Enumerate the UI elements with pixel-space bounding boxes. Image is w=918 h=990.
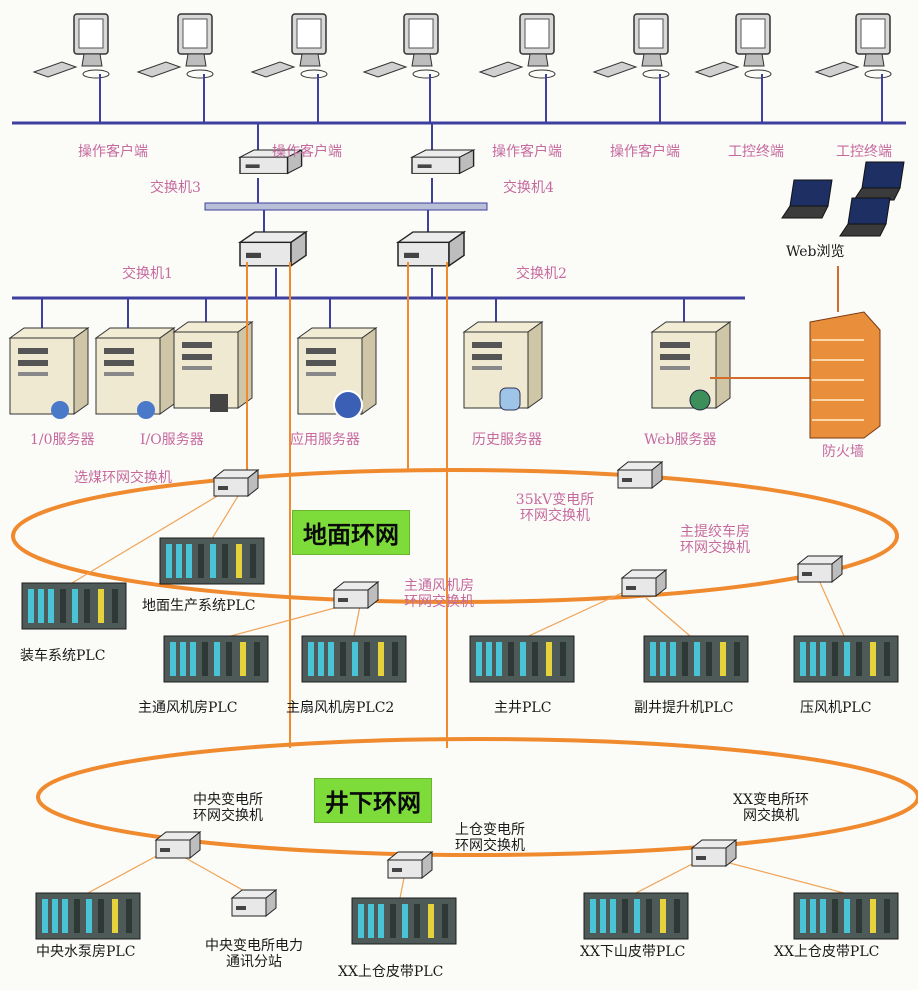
plc-label: 主通风机房PLC: [138, 700, 238, 716]
operator-label: 操作客户端: [272, 144, 342, 160]
switch-1-label: 交换机1: [122, 266, 173, 282]
fan-switch-label: 主通风机房 环网交换机: [404, 578, 474, 611]
plc-label: 中央变电所电力 通讯分站: [205, 938, 303, 971]
surface-ring-title: 地面环网: [292, 510, 410, 555]
web-browse-label: Web浏览: [786, 244, 845, 260]
servers: [9, 298, 731, 420]
plc-label: 装车系统PLC: [20, 648, 106, 664]
server-label: 应用服务器: [290, 432, 360, 448]
underground-ring: [36, 737, 918, 857]
plc-label: 主井PLC: [494, 700, 552, 716]
plc-label: 地面生产系统PLC: [142, 598, 256, 614]
switch-1: [239, 231, 307, 267]
plc-links: [71, 491, 845, 899]
sub35-switch-label: 35kV变电所 环网交换机: [515, 492, 595, 525]
plc-label: XX上仓皮带PLC: [774, 944, 880, 960]
plc-label: XX上仓皮带PLC: [338, 964, 444, 980]
server-label: 历史服务器: [472, 432, 542, 448]
switch-4: [411, 149, 475, 175]
switch-2-label: 交换机2: [516, 266, 567, 282]
operator-label: 操作客户端: [78, 144, 148, 160]
server-label: I/O服务器: [140, 432, 204, 448]
xx-sub-switch-label: XX变电所环 网交换机: [733, 792, 809, 825]
plc-label: 压风机PLC: [800, 700, 872, 716]
operator-label: 操作客户端: [492, 144, 562, 160]
fiber-uplinks: [246, 262, 448, 748]
plc-label: XX下山皮带PLC: [580, 944, 686, 960]
operator-label: 工控终端: [728, 144, 784, 160]
operator-label: 操作客户端: [610, 144, 680, 160]
switch-4-label: 交换机4: [503, 180, 554, 196]
operator-label: 工控终端: [836, 144, 892, 160]
plc-label: 副井提升机PLC: [634, 700, 734, 716]
laptops: [781, 161, 905, 237]
backbone-bar: [204, 202, 488, 211]
firewall-icon: [809, 311, 881, 439]
plc-label: 中央水泵房PLC: [36, 944, 136, 960]
switch-2: [397, 231, 465, 267]
winch-switch-label: 主提绞车房 环网交换机: [680, 524, 750, 557]
operator-workstations: [33, 13, 892, 123]
upper-sub-switch-label: 上仓变电所 环网交换机: [455, 822, 525, 855]
plc-label: 主扇风机房PLC2: [286, 700, 395, 716]
server-label: Web服务器: [644, 432, 717, 448]
server-label: 1/0服务器: [30, 432, 95, 448]
surface-ring: [11, 468, 899, 604]
underground-plcs: [35, 892, 899, 945]
switch-3-label: 交换机3: [150, 180, 201, 196]
central-sub-switch-label: 中央变电所 环网交换机: [193, 792, 263, 825]
underground-ring-title: 井下环网: [314, 778, 432, 823]
coal-switch-label: 选煤环网交换机: [74, 470, 172, 486]
firewall-label: 防火墙: [822, 444, 864, 460]
